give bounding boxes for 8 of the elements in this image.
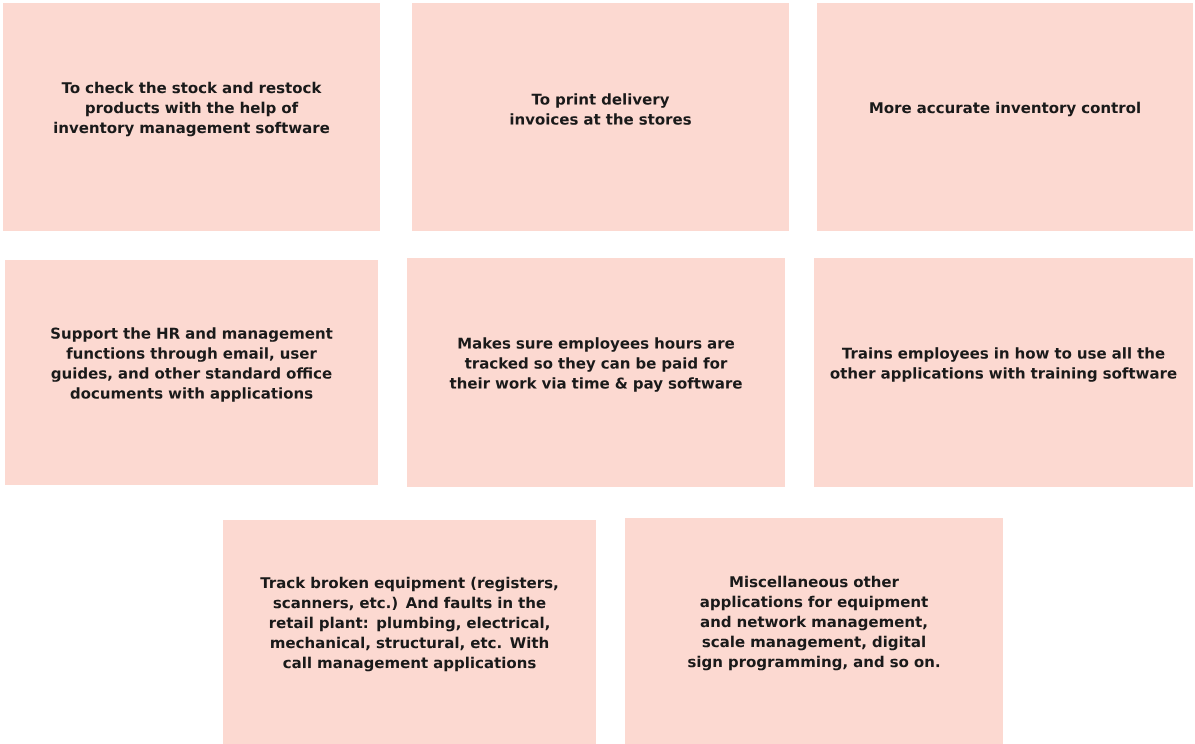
text-box: More accurate inventory control <box>817 3 1193 231</box>
text-box: Miscellaneous other applications for equipment and network management, scale management, digital sign programming, and so on. <box>625 518 1003 744</box>
text-box: Track broken equipment (registers, scanners, etc.) And faults in the retail plant: plumbing, electrical, mechanical, structural, etc. With call management applications <box>223 520 596 744</box>
text-box: To print delivery invoices at the stores <box>412 3 789 231</box>
text-box: Trains employees in how to use all the other applications with training software <box>814 258 1193 487</box>
text-box: To check the stock and restock products with the help of inventory management software <box>3 3 380 231</box>
text-box: Makes sure employees hours are tracked so they can be paid for their work via time & pay software <box>407 258 785 487</box>
text-box: Support the HR and management functions through email, user guides, and other standard office documents with applications <box>5 260 378 485</box>
